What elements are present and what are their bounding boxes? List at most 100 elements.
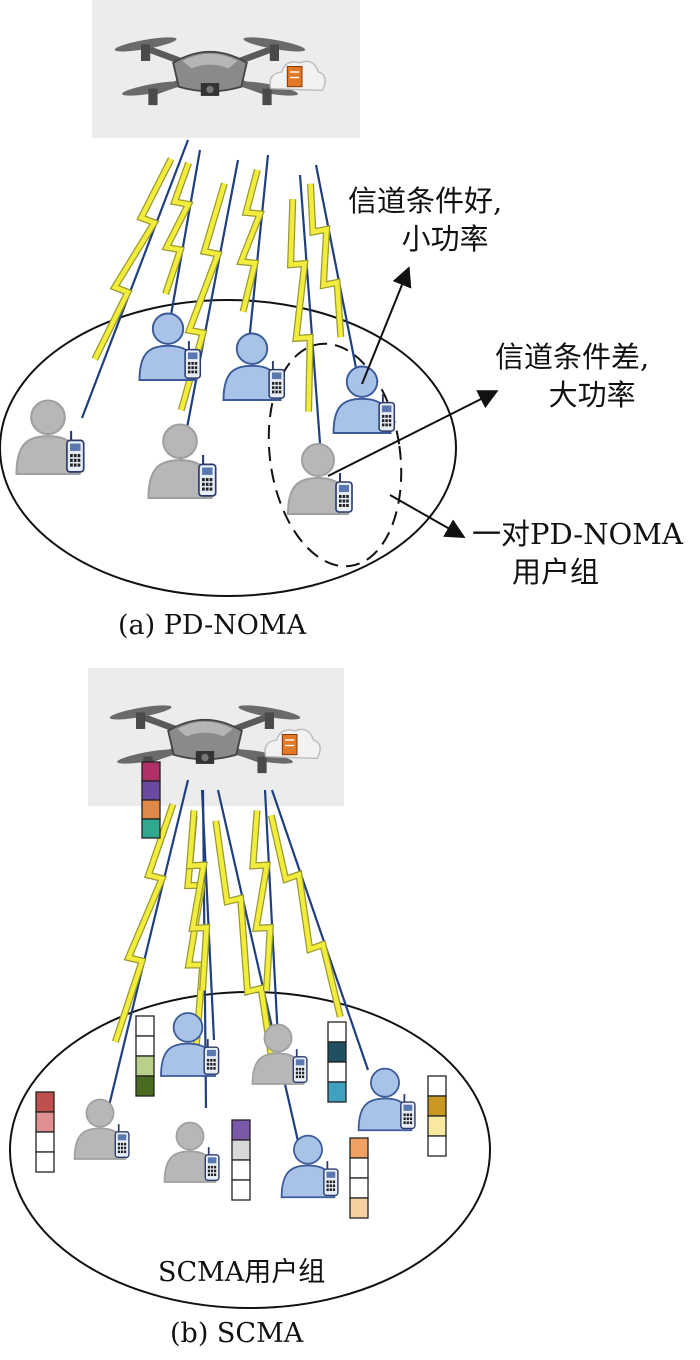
user-head <box>301 443 335 477</box>
uav-motor <box>262 88 272 106</box>
codeword-user-4 <box>349 1137 369 1219</box>
phone-key <box>403 1117 406 1121</box>
pair-arrow <box>389 494 466 538</box>
phone-key <box>301 1067 305 1071</box>
phone-icon <box>198 454 217 497</box>
phone-key <box>403 1113 406 1117</box>
phone-key <box>123 1142 127 1146</box>
caption-a: (a) PD-NOMA <box>118 610 307 641</box>
edge-server-icon <box>269 60 326 92</box>
phone-key <box>329 1188 332 1192</box>
phone-key <box>77 454 81 458</box>
phone-key <box>298 1067 302 1071</box>
phone-key <box>213 1165 217 1169</box>
phone-key <box>187 361 191 365</box>
user-b-lower-mid <box>280 1134 339 1199</box>
phone-key <box>381 419 385 423</box>
phone-key <box>187 366 191 370</box>
uav-b-drone <box>109 705 321 774</box>
phone-key <box>207 1173 211 1177</box>
phone-key <box>406 1113 409 1117</box>
codeword-cell <box>135 1055 155 1077</box>
server-box <box>286 66 303 88</box>
phone-key <box>213 1062 216 1066</box>
phone-key <box>339 499 342 503</box>
user-a-near-bad <box>286 443 353 515</box>
codeword-cell <box>35 1151 55 1173</box>
codeword-user-2 <box>327 1021 347 1103</box>
links-b <box>106 779 370 1151</box>
phone-key <box>205 487 209 491</box>
user-head <box>175 1121 205 1151</box>
phone-key <box>206 1058 210 1062</box>
uav-propeller <box>114 37 177 52</box>
links-a <box>80 139 360 476</box>
codewords-b <box>35 761 447 1219</box>
phone-key <box>295 1067 299 1071</box>
phone-screen <box>403 1104 413 1111</box>
phone-key <box>301 1075 305 1079</box>
uav-propeller <box>236 81 298 96</box>
codeword-cell <box>231 1179 251 1201</box>
phone-key <box>339 504 342 507</box>
caption-b: (b) SCMA <box>170 1318 304 1349</box>
edge-server-icon <box>264 728 321 760</box>
phone-key <box>381 423 385 427</box>
phone-key <box>275 390 278 394</box>
link-a-4 <box>286 174 324 471</box>
user-a-near-good <box>332 365 396 434</box>
user-b-lower-left <box>163 1121 220 1183</box>
pair-label: 一对PD-NOMA 用户组 <box>472 515 683 591</box>
phone-key <box>73 463 77 467</box>
codeword-cell <box>427 1095 447 1117</box>
phone-icon <box>66 430 85 473</box>
uav-motor <box>148 88 158 106</box>
phone-screen <box>202 467 213 475</box>
users-a <box>15 312 396 515</box>
bad-channel-arrow <box>327 390 499 477</box>
link-b-0 <box>106 779 190 1111</box>
good-channel-line2: 小功率 <box>401 222 489 256</box>
codeword-cell <box>327 1061 347 1083</box>
phone-key <box>194 370 198 374</box>
phone-key <box>120 1150 124 1154</box>
phone-key <box>73 454 77 458</box>
user-a-mid <box>222 332 286 401</box>
codeword-user-1 <box>135 1015 155 1097</box>
codeword-user-3 <box>231 1119 251 1201</box>
bad-channel-label: 信道条件差, 大功率 <box>495 338 649 414</box>
codeword-cell <box>141 818 161 839</box>
phone-icon <box>203 1039 220 1075</box>
user-head <box>293 1134 323 1165</box>
codeword-cell <box>349 1157 369 1179</box>
phone-key <box>194 366 198 370</box>
codeword-cell <box>327 1041 347 1063</box>
phone-key <box>73 458 77 462</box>
phone-icon <box>204 1147 220 1181</box>
phone-key <box>326 1184 329 1188</box>
codeword-cell <box>135 1075 155 1097</box>
user-head <box>172 1012 204 1043</box>
panel-b <box>9 668 491 1309</box>
panel-a <box>0 0 499 597</box>
uav-a <box>114 37 326 106</box>
codeword-cell <box>231 1139 251 1161</box>
phone-key <box>210 1058 213 1062</box>
phone-screen <box>339 485 349 492</box>
phone-screen <box>271 372 282 380</box>
phone-key <box>409 1121 413 1125</box>
phone-key <box>388 419 392 423</box>
phone-icon <box>323 1161 339 1197</box>
phone-key <box>409 1117 413 1121</box>
uav-camera-lens <box>201 753 209 762</box>
phone-key <box>187 370 191 374</box>
user-b-right <box>357 1067 416 1132</box>
phone-key <box>117 1146 121 1150</box>
uav-motor <box>136 712 146 729</box>
phone-key <box>298 1075 302 1079</box>
user-head <box>85 1098 115 1128</box>
phone-key <box>117 1142 121 1146</box>
phone-key <box>209 478 213 482</box>
phone-key <box>329 1180 332 1184</box>
